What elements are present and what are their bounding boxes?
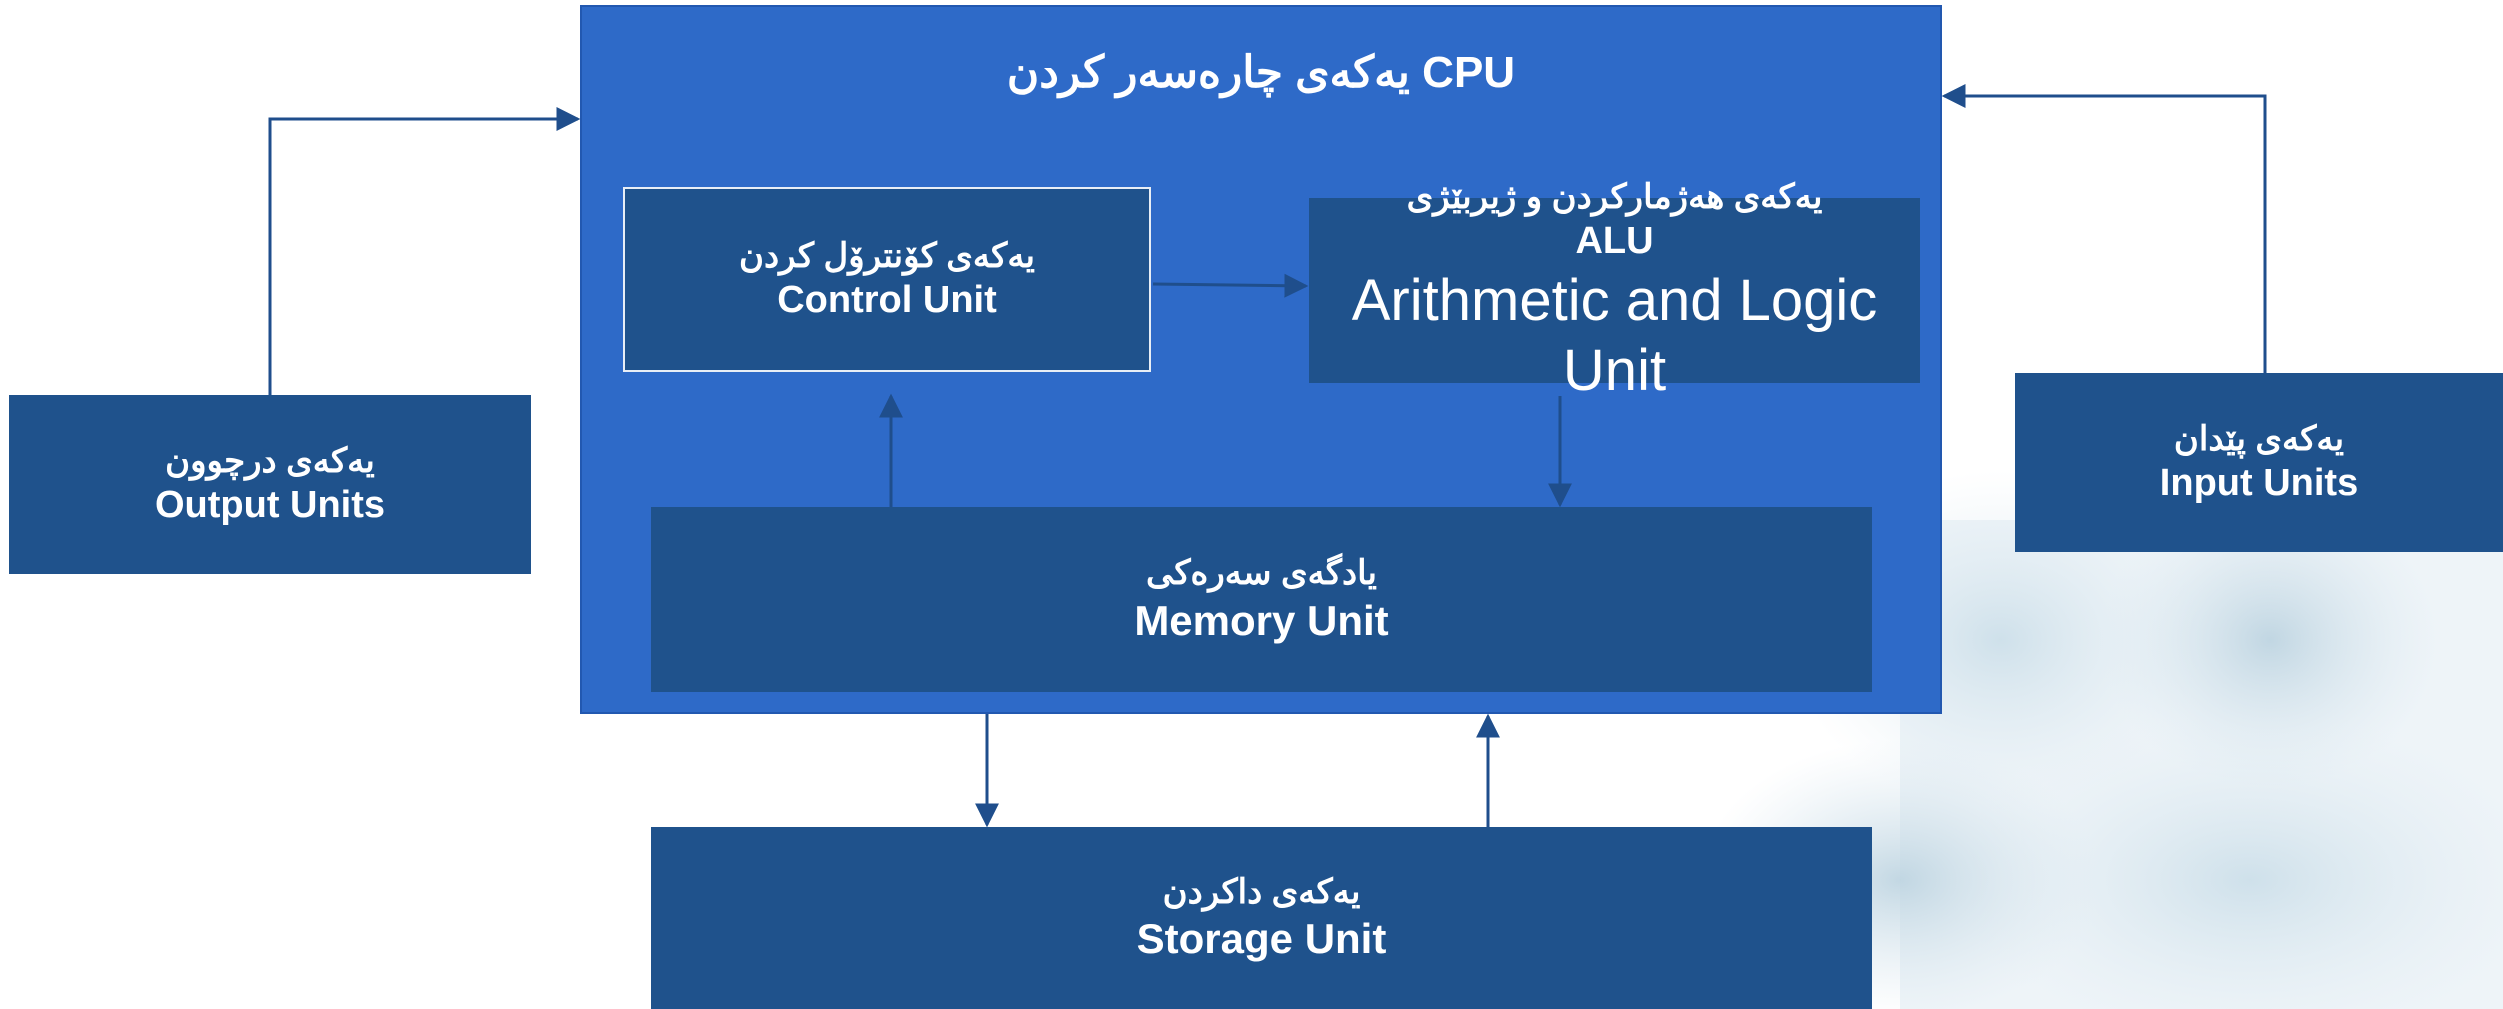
alu-abbreviation: ALU [1575,220,1654,263]
memory-unit-kurdish-label: یادگەی سەرەکی [1146,554,1377,592]
cpu-title: یەکەی چارەسەر کردن CPU [1006,48,1516,97]
alu-box: یەکەی هەژمارکردن و ژیربێژی ALU Arithmeti… [1309,178,1920,403]
output-units-box: یەکەی درچوون Output Units [9,395,531,574]
memory-unit-box: یادگەی سەرەکی Memory Unit [651,507,1872,692]
storage-unit-label: Storage Unit [1136,915,1387,962]
input-units-box: یەکەی پێدان Input Units [2015,373,2503,552]
storage-unit-box: یەکەی داکردن Storage Unit [651,827,1872,1009]
input-units-kurdish-label: یەکەی پێدان [2173,419,2345,458]
control-unit-kurdish-label: یەکەی کۆنترۆل کردن [738,236,1036,275]
control-unit-label: Control Unit [777,279,997,321]
storage-unit-kurdish-label: یەکەی داکردن [1162,872,1361,911]
alu-label: Arithmetic and Logic Unit [1351,267,1878,403]
alu-kurdish-label: یەکەی هەژمارکردن و ژیربێژی [1406,177,1823,216]
output-units-label: Output Units [154,484,386,526]
control-unit-box: یەکەی کۆنترۆل کردن Control Unit [623,187,1151,372]
output-units-kurdish-label: یەکەی درچوون [165,441,375,480]
memory-unit-label: Memory Unit [1134,596,1389,644]
input-units-label: Input Units [2159,462,2359,504]
